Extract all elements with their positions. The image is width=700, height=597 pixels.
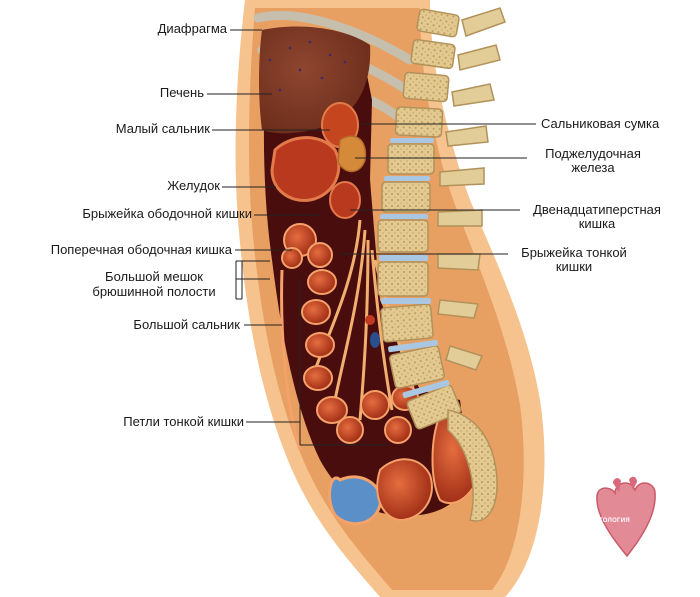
label-omental-bursa: Сальниковая сумка — [541, 117, 691, 131]
stomach — [272, 138, 339, 201]
label-diaphragm: Диафрагма — [112, 22, 227, 36]
watermark-text: ПАТОЛОГИЯ — [590, 518, 630, 524]
label-transverse-mesocolon: Брыжейка ободочной кишки — [10, 207, 252, 221]
label-pancreas-line2: железа — [528, 161, 658, 175]
label-mesentery-line2: кишки — [508, 260, 640, 274]
label-duodenum-line1: Двенадцатиперстная — [512, 203, 682, 217]
label-transverse-colon: Поперечная ободочная кишка — [4, 243, 232, 257]
label-stomach: Желудок — [120, 179, 220, 193]
label-lesser-omentum: Малый сальник — [70, 122, 210, 136]
label-greater-omentum: Большой сальник — [90, 318, 240, 332]
label-greater-sac-line1: Большой мешок — [84, 270, 224, 284]
pancreas — [338, 136, 365, 171]
bladder — [330, 477, 381, 524]
label-mesentery-line1: Брыжейка тонкой — [508, 246, 640, 260]
heart-logo — [597, 477, 655, 556]
label-greater-sac-line2: брюшинной полости — [84, 285, 224, 299]
label-duodenum-line2: кишка — [512, 217, 682, 231]
label-pancreas-line1: Поджелудочная — [528, 147, 658, 161]
label-liver: Печень — [100, 86, 204, 100]
duodenum — [330, 182, 360, 218]
label-small-intestine-loops: Петли тонкой кишки — [80, 415, 244, 429]
